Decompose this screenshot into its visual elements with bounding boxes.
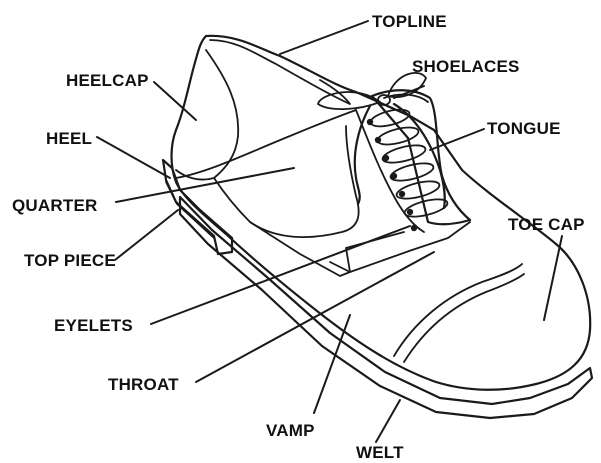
vamp-leader [314,315,350,413]
heelcap-seam [176,50,238,180]
label-top-piece: TOP PIECE [24,251,116,270]
label-quarter: QUARTER [12,196,97,215]
label-toe-cap: TOE CAP [508,215,585,234]
welt-leader [376,400,400,442]
label-eyelets: EYELETS [54,316,133,335]
quarter-seam [176,110,356,178]
shoe-upper [172,36,591,390]
heel-leader [97,137,170,178]
label-tongue: TONGUE [487,119,561,138]
toe-cap-leader [544,236,562,320]
label-topline: TOPLINE [372,12,447,31]
quarter-panel [214,126,359,237]
toe-cap-seam [394,264,522,356]
eyelet-holes [367,119,417,231]
label-throat: THROAT [108,375,179,394]
top-piece-leader [115,210,178,260]
vamp-seam [250,222,470,276]
quarter-leader [116,168,294,202]
label-shoelaces: SHOELACES [412,57,520,76]
toe-cap-seam-inner [404,274,524,362]
heelcap-leader [154,82,196,120]
label-heelcap: HEELCAP [66,71,149,90]
throat-leader [196,252,434,382]
topline-leader [280,21,368,54]
label-welt: WELT [356,443,404,462]
label-vamp: VAMP [266,421,315,440]
label-heel: HEEL [46,129,92,148]
